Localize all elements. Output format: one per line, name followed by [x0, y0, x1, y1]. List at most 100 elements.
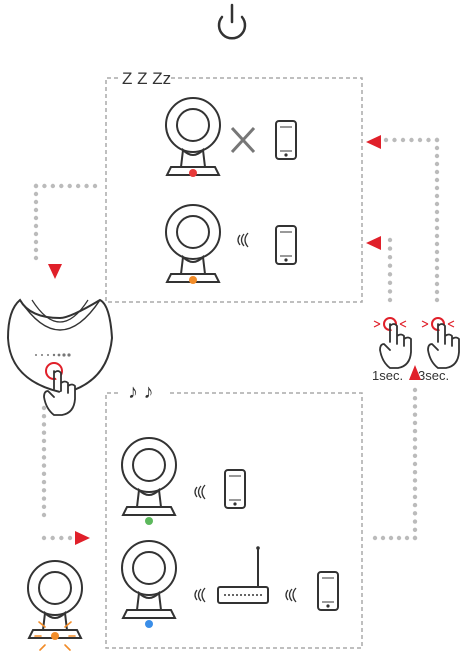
connector-dot — [388, 298, 392, 302]
connector-dot — [34, 248, 38, 252]
sleep-row-camera-orange — [166, 205, 296, 284]
connector-dot — [435, 274, 439, 278]
connector-dot — [435, 186, 439, 190]
connector-dot — [42, 496, 46, 500]
connector-dot — [42, 463, 46, 467]
connector-dot — [84, 184, 88, 188]
connector-dot — [435, 218, 439, 222]
connector-dot — [435, 210, 439, 214]
connector-dot — [418, 138, 422, 142]
connector-dot — [435, 138, 439, 142]
connector-dot — [42, 488, 46, 492]
connector-dot — [426, 138, 430, 142]
connector-dot — [435, 194, 439, 198]
connector-dot — [388, 272, 392, 276]
connector-dot — [435, 162, 439, 166]
connector-dot — [413, 503, 417, 507]
connector-dot — [435, 234, 439, 238]
connector-dot — [42, 422, 46, 426]
connector-dot — [435, 178, 439, 182]
arrow-down-icon — [48, 264, 62, 279]
connector-dot — [435, 290, 439, 294]
connector-dot — [413, 412, 417, 416]
music-notes-label: ♪ ♪ — [128, 381, 154, 403]
connector-dot — [42, 439, 46, 443]
connector-dot — [42, 505, 46, 509]
led-blue-icon — [145, 620, 153, 628]
long-press-label: 3sec. — [418, 368, 449, 383]
sleep-row-camera-red — [166, 98, 296, 177]
connector-dot — [409, 138, 413, 142]
connector-dot — [42, 184, 46, 188]
connector-dot — [413, 470, 417, 474]
connector-dot — [413, 388, 417, 392]
connector-dot — [388, 281, 392, 285]
connector-dot — [405, 536, 409, 540]
arrow-left-icon — [366, 236, 381, 250]
connector-dot — [42, 472, 46, 476]
connector-dot — [435, 266, 439, 270]
wifi-waves-icon — [238, 233, 248, 247]
no-signal-x-icon — [232, 128, 254, 152]
connector-dot — [34, 192, 38, 196]
connector-dot — [413, 396, 417, 400]
connector-dot — [59, 536, 63, 540]
connector-dot — [413, 486, 417, 490]
connector-dot — [413, 429, 417, 433]
sleep-label: Z Z Zz — [122, 69, 171, 88]
connector-dot — [93, 184, 97, 188]
connector-dot — [51, 184, 55, 188]
active-row-camera-green — [122, 438, 245, 525]
connector-dot — [435, 170, 439, 174]
connector-dot — [435, 146, 439, 150]
connector-dot — [435, 282, 439, 286]
connector-dot — [388, 238, 392, 242]
connector-dot — [413, 536, 417, 540]
connector-dot — [34, 224, 38, 228]
camera-closeup-button-press — [8, 300, 112, 415]
connector-dot — [413, 437, 417, 441]
short-press-hand: 1sec. — [372, 318, 411, 383]
connector-dot — [413, 519, 417, 523]
connector-dot — [76, 184, 80, 188]
led-orange-icon — [51, 632, 59, 640]
wifi-waves-icon — [286, 588, 296, 602]
smartphone-icon — [225, 470, 245, 508]
led-red-icon — [189, 169, 197, 177]
connector-dot — [34, 184, 38, 188]
smartphone-icon — [318, 572, 338, 610]
connector-dot — [413, 445, 417, 449]
connector-dot — [435, 258, 439, 262]
connector-dot — [435, 154, 439, 158]
connector-dot — [388, 246, 392, 250]
connector-dot — [388, 255, 392, 259]
active-row-camera-blue — [122, 541, 338, 628]
long-press-hand: 3sec. — [418, 318, 459, 383]
connector-dot — [34, 232, 38, 236]
connector-dot — [435, 202, 439, 206]
router-icon — [218, 546, 268, 603]
connector-dot — [42, 430, 46, 434]
connector-dot — [413, 454, 417, 458]
connector-dot — [388, 289, 392, 293]
sleep-mode-box: Z Z Zz — [106, 69, 362, 302]
connector-dot — [59, 184, 63, 188]
camera-blinking-orange — [28, 561, 82, 650]
connector-dot — [42, 406, 46, 410]
connector-dot — [413, 478, 417, 482]
connector-dot — [397, 536, 401, 540]
connector-dot — [34, 256, 38, 260]
arrow-right-icon — [75, 531, 90, 545]
smartphone-icon — [276, 121, 296, 159]
connector-dot — [413, 528, 417, 532]
connector-dot — [42, 536, 46, 540]
led-orange-icon — [189, 276, 197, 284]
short-press-label: 1sec. — [372, 368, 403, 383]
connector-dot — [413, 421, 417, 425]
connector-dot — [392, 138, 396, 142]
connector-dot — [68, 536, 72, 540]
connector-dot — [42, 447, 46, 451]
connector-dot — [388, 264, 392, 268]
power-icon — [219, 5, 245, 38]
connector-dot — [413, 495, 417, 499]
